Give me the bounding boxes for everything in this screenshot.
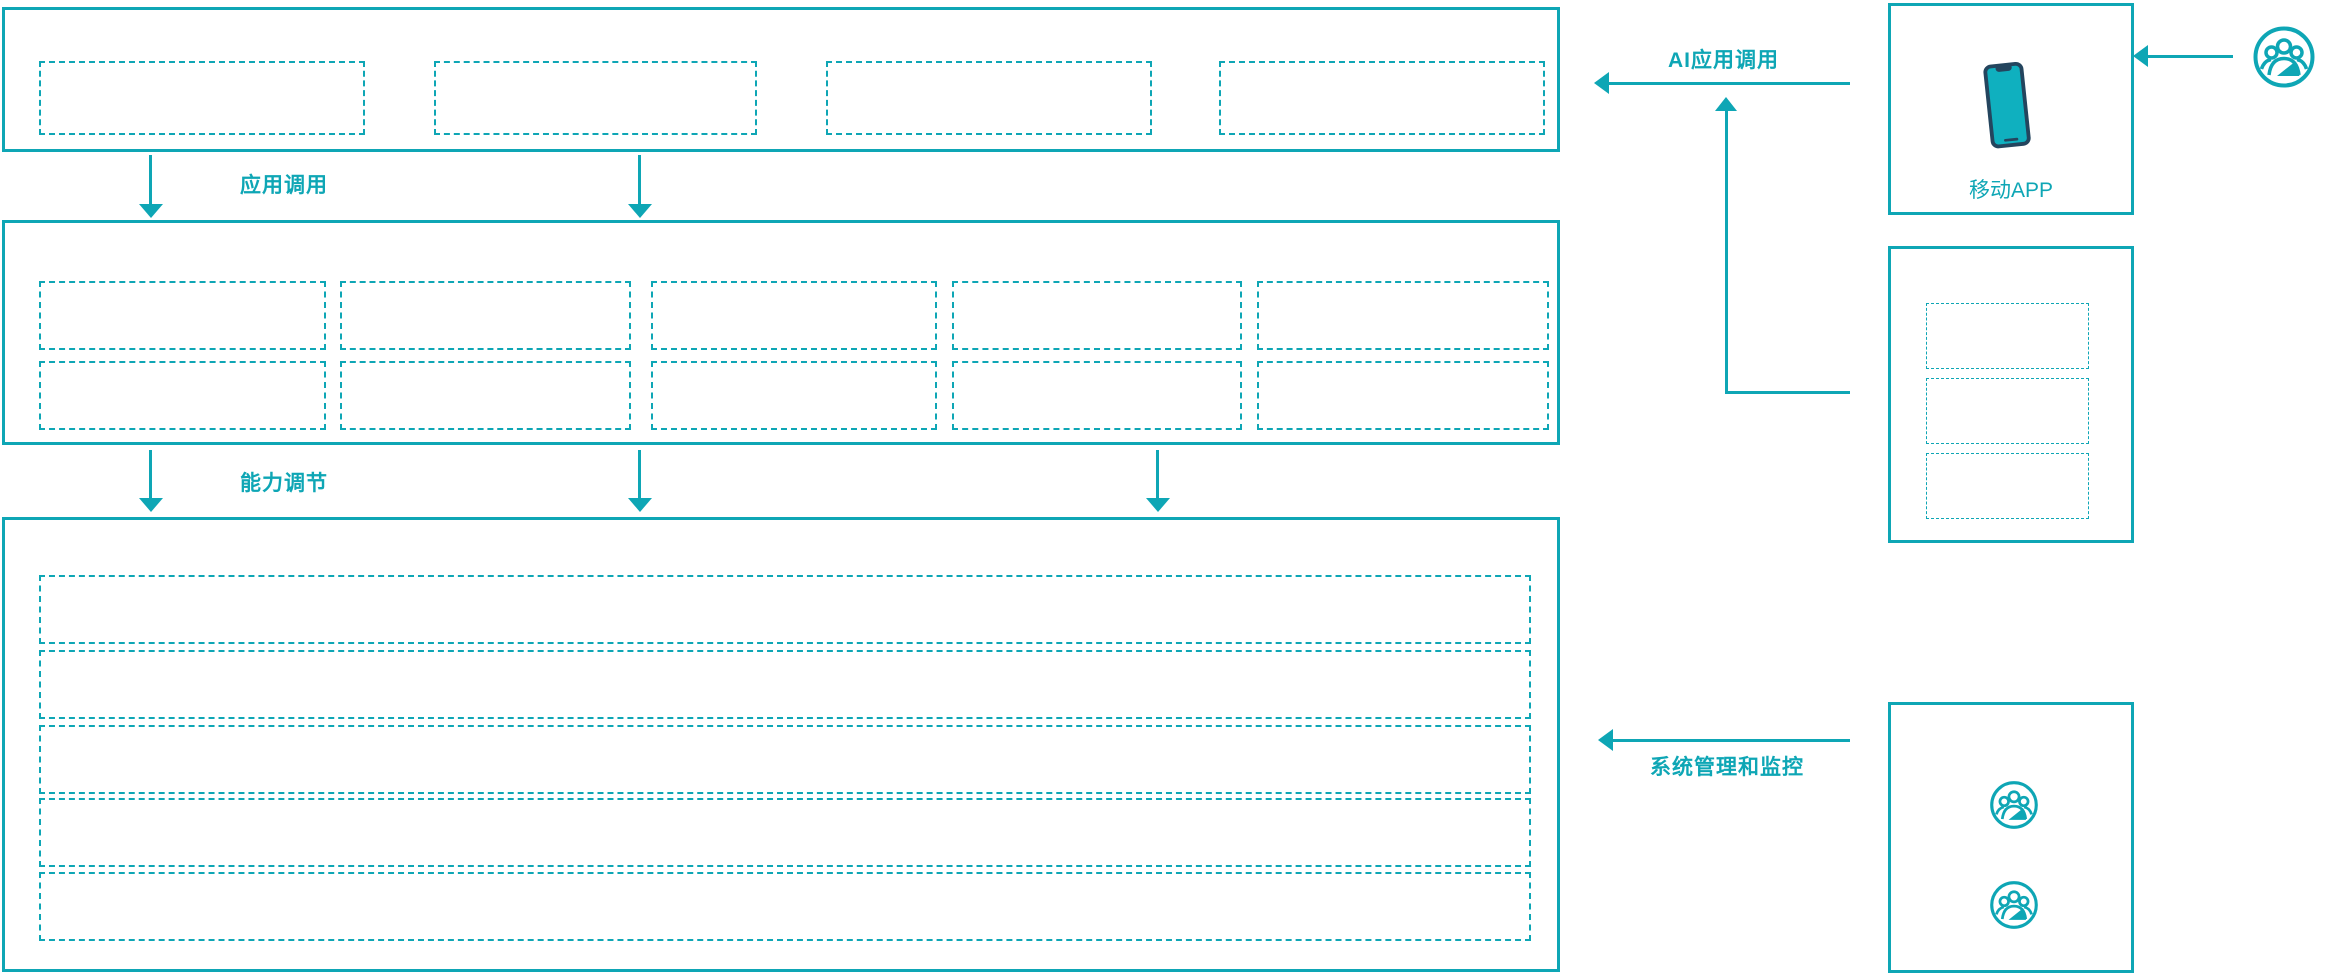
placeholder-box bbox=[651, 281, 937, 350]
smartphone-icon bbox=[1982, 60, 2035, 150]
app-call-label: 应用调用 bbox=[240, 174, 328, 197]
down-arrow bbox=[638, 155, 641, 205]
placeholder-row bbox=[39, 872, 1531, 941]
mobile-app-box: 移动APP bbox=[1888, 3, 2134, 215]
ai-app-call-arrow-head bbox=[1594, 72, 1609, 94]
system-management-arrow bbox=[1612, 739, 1850, 742]
connector-vertical-line bbox=[1725, 111, 1728, 393]
middle-layer-box bbox=[2, 220, 1560, 445]
connector-horizontal-line bbox=[1725, 391, 1850, 394]
system-management-label: 系统管理和监控 bbox=[1650, 756, 1804, 779]
placeholder-box bbox=[1257, 361, 1549, 430]
placeholder-box bbox=[1219, 61, 1545, 135]
ai-app-call-label: AI应用调用 bbox=[1668, 49, 1779, 72]
placeholder-box bbox=[340, 281, 631, 350]
placeholder-box bbox=[826, 61, 1152, 135]
placeholder-box bbox=[340, 361, 631, 430]
placeholder-box bbox=[1926, 378, 2089, 444]
placeholder-box bbox=[952, 361, 1242, 430]
placeholder-row bbox=[39, 650, 1531, 719]
users-icon bbox=[1989, 880, 2039, 930]
mobile-app-label: 移动APP bbox=[1968, 179, 2054, 202]
placeholder-row bbox=[39, 575, 1531, 644]
placeholder-box bbox=[651, 361, 937, 430]
placeholder-box bbox=[1926, 453, 2089, 519]
down-arrow-head bbox=[139, 204, 163, 218]
down-arrow bbox=[1156, 450, 1159, 499]
bottom-layer-box bbox=[2, 517, 1560, 972]
user-to-app-arrow bbox=[2147, 55, 2233, 58]
down-arrow bbox=[638, 450, 641, 499]
user-to-app-arrow-head bbox=[2133, 45, 2148, 67]
placeholder-row bbox=[39, 725, 1531, 794]
placeholder-box bbox=[1926, 303, 2089, 369]
placeholder-box bbox=[952, 281, 1242, 350]
placeholder-box bbox=[39, 361, 326, 430]
connector-up-arrow-head bbox=[1715, 97, 1737, 111]
down-arrow-head bbox=[139, 498, 163, 512]
placeholder-box bbox=[1257, 281, 1549, 350]
system-management-arrow-head bbox=[1598, 729, 1613, 751]
admin-box bbox=[1888, 702, 2134, 973]
top-layer-box bbox=[2, 7, 1560, 152]
placeholder-box bbox=[39, 281, 326, 350]
down-arrow bbox=[149, 155, 152, 205]
down-arrow-head bbox=[628, 498, 652, 512]
placeholder-box bbox=[39, 61, 365, 135]
users-icon bbox=[2252, 25, 2316, 89]
placeholder-box bbox=[434, 61, 757, 135]
service-box bbox=[1888, 246, 2134, 543]
ai-app-call-arrow bbox=[1608, 82, 1850, 85]
capability-adjust-label: 能力调节 bbox=[240, 472, 328, 495]
down-arrow-head bbox=[1146, 498, 1170, 512]
users-icon bbox=[1989, 780, 2039, 830]
placeholder-row bbox=[39, 798, 1531, 867]
down-arrow-head bbox=[628, 204, 652, 218]
down-arrow bbox=[149, 450, 152, 499]
